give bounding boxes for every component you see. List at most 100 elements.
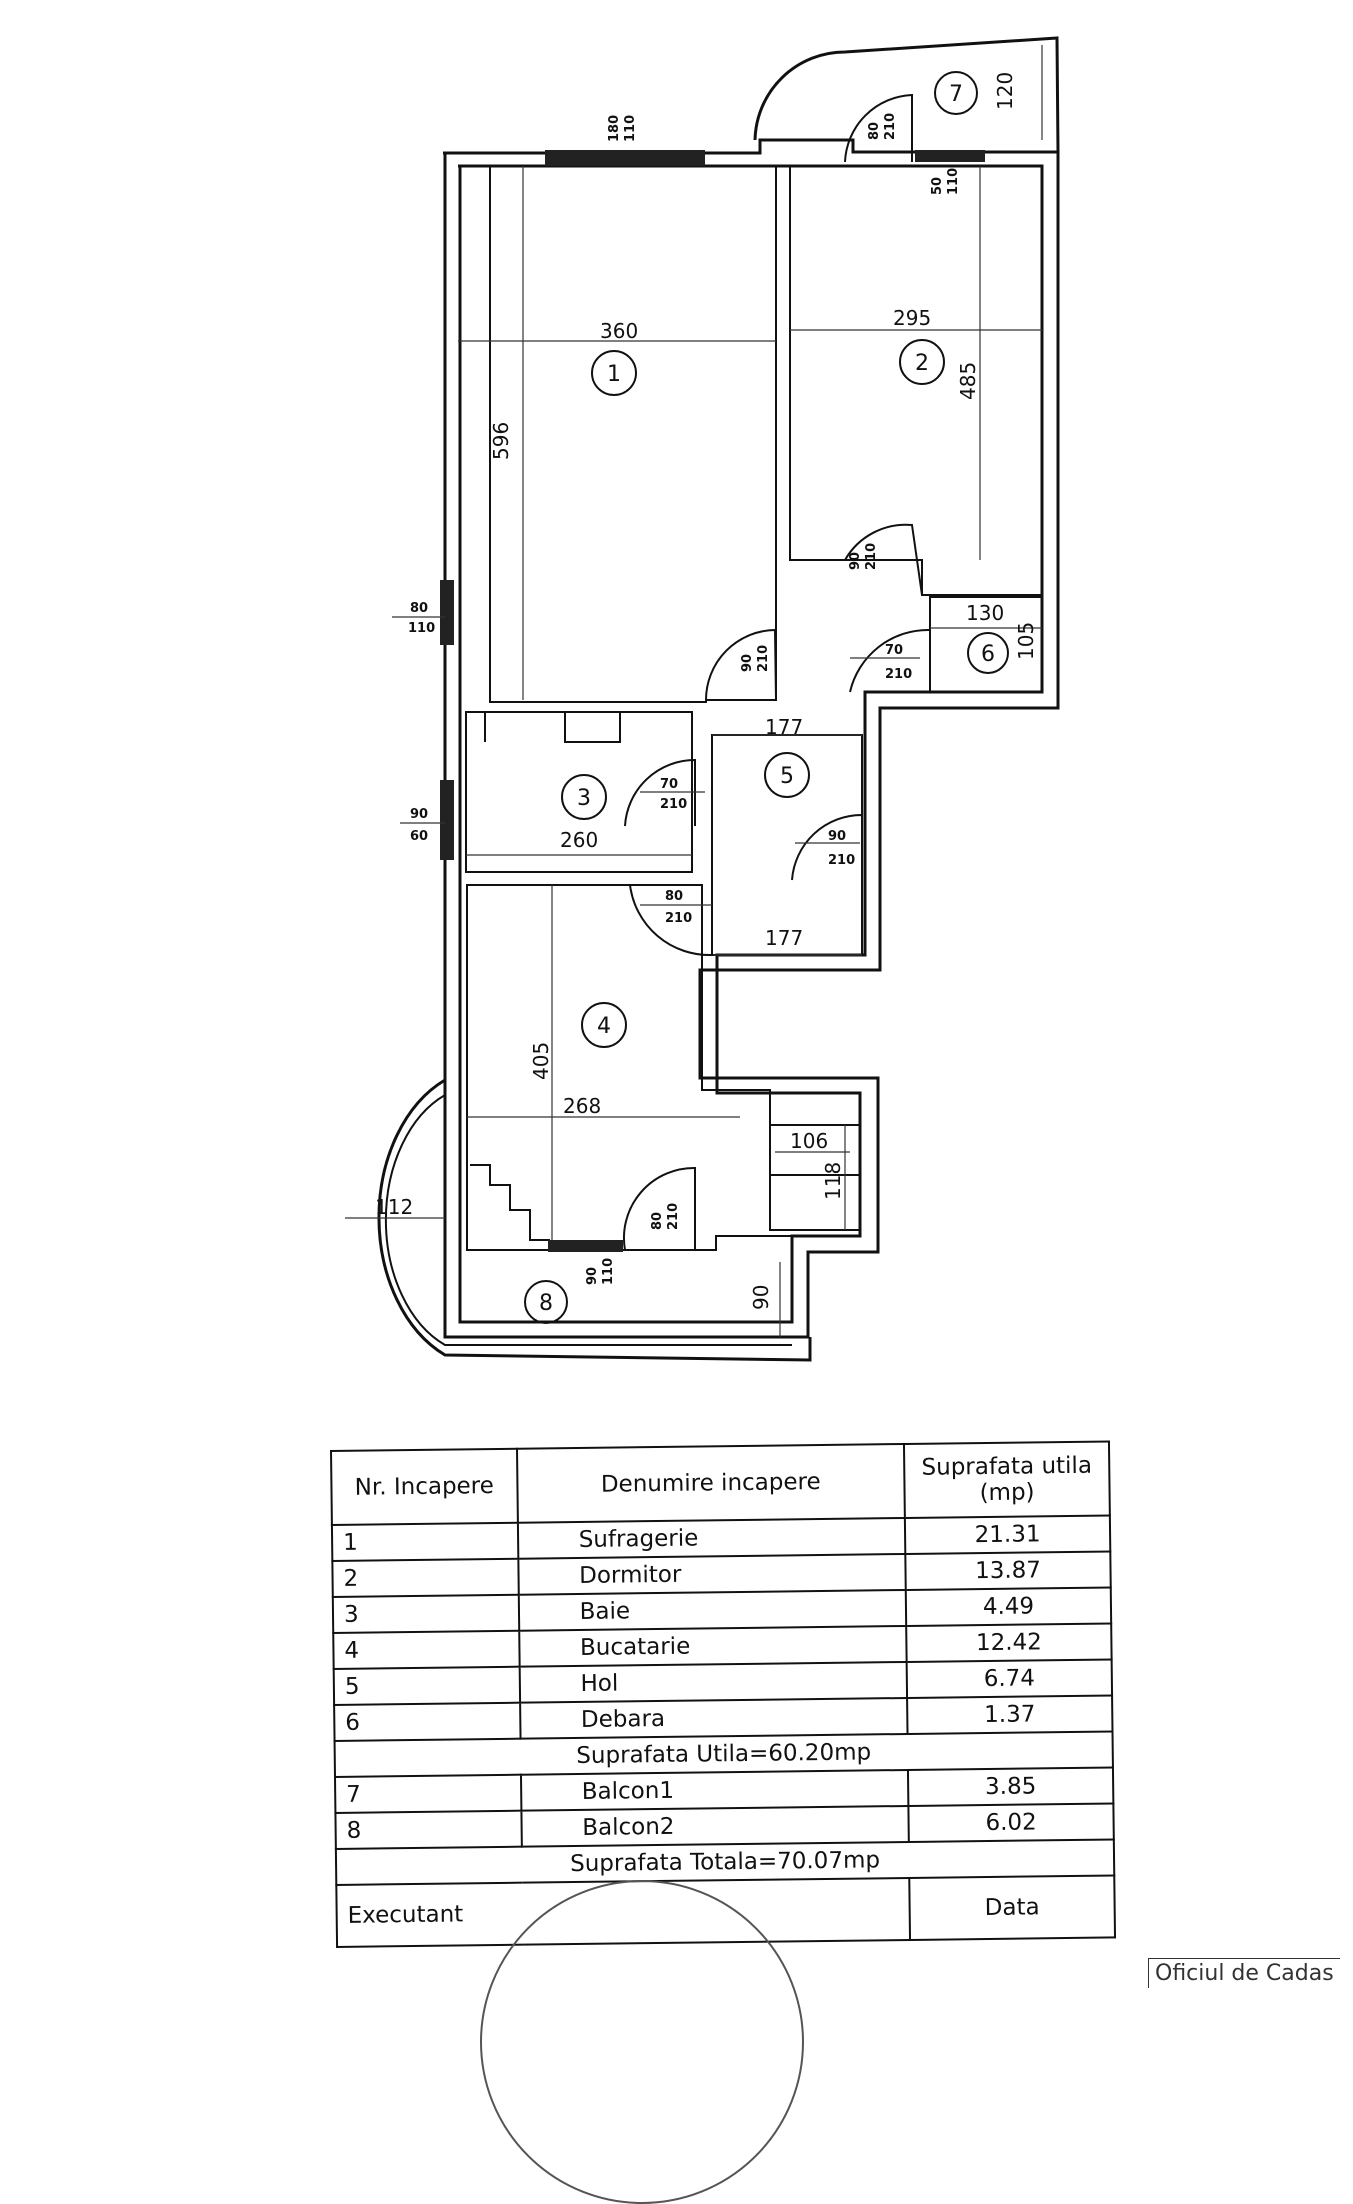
opening-label: 80 210: [650, 1203, 681, 1230]
room-number-1: 1: [591, 350, 637, 396]
door-swing: [705, 628, 777, 701]
room-3-fixtures: [484, 712, 621, 743]
svg-text:90: 90: [848, 552, 863, 570]
svg-text:60: 60: [410, 829, 428, 844]
room-name: Balcon2: [521, 1805, 909, 1847]
dim-label: 596: [489, 422, 513, 460]
stamp: [480, 1880, 804, 2204]
svg-text:110: 110: [408, 621, 435, 636]
dim-label: 118: [821, 1162, 845, 1200]
dim-label: 295: [893, 306, 931, 330]
date-cell: Data: [909, 1875, 1116, 1940]
opening-label: 90 110: [585, 1258, 616, 1285]
room-nr: 6: [334, 1702, 521, 1741]
svg-text:70: 70: [660, 777, 678, 792]
svg-text:110: 110: [601, 1258, 616, 1285]
room-name: Hol: [519, 1661, 908, 1703]
room-area: 21.31: [904, 1515, 1111, 1554]
door-swing: [791, 813, 863, 881]
room-area: 6.74: [906, 1659, 1113, 1698]
opening-label: 90 210: [848, 543, 879, 570]
area-table: Nr. Incapere Denumire incapere Suprafata…: [330, 1440, 1116, 1947]
window: [440, 580, 454, 645]
svg-text:70: 70: [885, 643, 903, 658]
office-label: Oficiul de Cadas: [1148, 1958, 1340, 1988]
svg-text:5: 5: [780, 764, 794, 789]
dim-label: 130: [966, 601, 1004, 625]
opening-label: 50 110: [930, 168, 961, 195]
room-name: Debara: [519, 1697, 908, 1739]
room-nr: 5: [333, 1666, 520, 1705]
dim-label: 120: [993, 72, 1017, 110]
opening-label: 80 110: [392, 601, 445, 636]
room-name: Dormitor: [517, 1553, 906, 1595]
opening-label: 80 210: [640, 889, 712, 926]
room-number-6: 6: [967, 632, 1009, 674]
window: [545, 150, 705, 166]
svg-text:210: 210: [756, 645, 771, 672]
room-name: Sufragerie: [517, 1517, 906, 1559]
svg-text:80: 80: [410, 601, 428, 616]
opening-label: 90 60: [400, 807, 445, 844]
svg-text:4: 4: [597, 1014, 611, 1039]
inner-wall-outline: [458, 164, 1044, 1324]
svg-text:90: 90: [410, 807, 428, 822]
header-nr: Nr. Incapere: [331, 1448, 518, 1525]
svg-text:1: 1: [607, 362, 621, 387]
room-number-8: 8: [524, 1280, 568, 1324]
dim-label: 105: [1014, 622, 1038, 660]
opening-label: 70 210: [640, 777, 705, 812]
door-swing: [849, 628, 931, 693]
table-header-row: Nr. Incapere Denumire incapere Suprafata…: [331, 1441, 1110, 1525]
outer-wall: [443, 138, 1060, 1339]
dim-label: 405: [529, 1042, 553, 1080]
door-swing: [622, 1166, 696, 1251]
svg-text:110: 110: [946, 168, 961, 195]
svg-text:80: 80: [665, 889, 683, 904]
room-number-5: 5: [764, 752, 810, 798]
opening-label: 180 110: [607, 115, 638, 142]
svg-text:6: 6: [981, 642, 995, 667]
room-nr: 3: [332, 1594, 519, 1633]
room-number-3: 3: [561, 774, 607, 820]
window: [548, 1240, 623, 1252]
balcony-8-inner: [384, 1094, 792, 1346]
room-4-counter: [470, 1164, 550, 1241]
opening-label: 90 210: [795, 829, 860, 868]
svg-text:90: 90: [828, 829, 846, 844]
dim-label: 90: [749, 1285, 773, 1310]
dim-label: 177: [765, 715, 803, 739]
room-name: Bucatarie: [518, 1625, 907, 1667]
svg-text:210: 210: [665, 911, 692, 926]
dim-label: 112: [375, 1195, 413, 1219]
svg-text:210: 210: [828, 853, 855, 868]
room-name: Balcon1: [520, 1769, 909, 1811]
svg-text:210: 210: [885, 667, 912, 682]
opening-label: 90 210: [740, 645, 771, 672]
svg-text:110: 110: [623, 115, 638, 142]
room-3-outline: [465, 711, 693, 873]
svg-text:210: 210: [666, 1203, 681, 1230]
svg-text:90: 90: [585, 1267, 600, 1285]
dim-label: 106: [790, 1129, 828, 1153]
svg-text:8: 8: [539, 1291, 553, 1316]
dim-label: 360: [600, 319, 638, 343]
svg-text:3: 3: [577, 786, 591, 811]
svg-text:50: 50: [930, 177, 945, 195]
svg-text:90: 90: [740, 654, 755, 672]
room-area: 3.85: [907, 1767, 1114, 1806]
door-swing: [844, 93, 913, 163]
window: [440, 780, 454, 860]
svg-text:210: 210: [864, 543, 879, 570]
svg-text:7: 7: [949, 82, 963, 107]
header-name: Denumire incapere: [516, 1443, 905, 1523]
balcony-7-outline: [753, 36, 1060, 153]
room-number-2: 2: [899, 339, 945, 385]
room-nr: 4: [333, 1630, 520, 1669]
svg-text:210: 210: [883, 113, 898, 140]
room-area: 1.37: [907, 1695, 1113, 1734]
room-area: 13.87: [905, 1551, 1111, 1590]
dim-label: 260: [560, 828, 598, 852]
room-nr: 7: [334, 1774, 522, 1813]
svg-text:80: 80: [650, 1212, 665, 1230]
